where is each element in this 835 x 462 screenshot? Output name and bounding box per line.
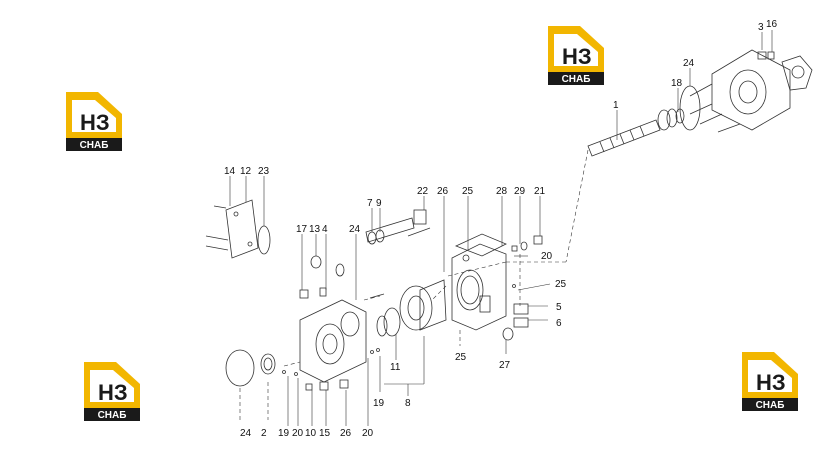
callout-26: 26 xyxy=(437,186,449,197)
o-ring-18 xyxy=(679,85,701,131)
callout-20: 20 xyxy=(292,428,304,439)
svg-text:СНАБ: СНАБ xyxy=(756,400,785,411)
callout-22: 22 xyxy=(417,186,429,197)
bearing-assembly xyxy=(657,108,685,131)
rotating-group xyxy=(376,279,447,337)
callout-26: 26 xyxy=(340,428,352,439)
callout-21: 21 xyxy=(534,186,546,197)
part-drawings xyxy=(205,30,813,426)
callout-labels: 1 3 16 24 18 14 12 23 7 9 22 26 25 28 29… xyxy=(224,19,778,439)
callout-1: 1 xyxy=(613,100,619,111)
drive-shaft xyxy=(587,119,661,157)
callout-28: 28 xyxy=(496,186,508,197)
brand-logo-4: НЗ СНАБ xyxy=(742,352,798,411)
control-spool xyxy=(365,209,431,245)
svg-text:НЗ: НЗ xyxy=(562,44,592,69)
assembly-guidelines xyxy=(239,149,589,420)
svg-text:СНАБ: СНАБ xyxy=(98,410,127,421)
callout-25: 25 xyxy=(555,279,567,290)
svg-text:СНАБ: СНАБ xyxy=(562,74,591,85)
callout-9: 9 xyxy=(376,198,382,209)
callout-19: 19 xyxy=(278,428,290,439)
callout-24: 24 xyxy=(240,428,252,439)
callout-17: 17 xyxy=(296,224,308,235)
callout-25: 25 xyxy=(462,186,474,197)
callout-29: 29 xyxy=(514,186,526,197)
callout-12: 12 xyxy=(240,166,252,177)
callout-2: 2 xyxy=(261,428,267,439)
callout-13: 13 xyxy=(309,224,321,235)
leader-lines xyxy=(229,30,773,426)
callout-8: 8 xyxy=(405,398,411,409)
callout-5: 5 xyxy=(556,302,562,313)
rear-housing xyxy=(689,49,813,133)
brand-logo-3: НЗ СНАБ xyxy=(84,362,140,421)
callout-6: 6 xyxy=(556,318,562,329)
callout-24: 24 xyxy=(349,224,361,235)
callout-15: 15 xyxy=(319,428,331,439)
svg-text:НЗ: НЗ xyxy=(98,380,128,405)
small-bolts xyxy=(282,293,385,376)
brand-logo-1: НЗ СНАБ xyxy=(548,26,604,85)
housing-fittings xyxy=(502,235,543,341)
callout-27: 27 xyxy=(499,360,511,371)
callout-25: 25 xyxy=(455,352,467,363)
callout-14: 14 xyxy=(224,166,236,177)
callout-3: 3 xyxy=(758,22,764,33)
front-housing xyxy=(299,255,367,383)
svg-text:НЗ: НЗ xyxy=(80,110,110,135)
cover-plate xyxy=(205,199,271,259)
svg-text:НЗ: НЗ xyxy=(756,370,786,395)
svg-text:СНАБ: СНАБ xyxy=(80,140,109,151)
charge-pump-gear xyxy=(225,349,276,387)
callout-19: 19 xyxy=(373,398,385,409)
callout-7: 7 xyxy=(367,198,373,209)
drain-plugs xyxy=(305,379,349,391)
callout-20: 20 xyxy=(362,428,374,439)
callout-23: 23 xyxy=(258,166,270,177)
callout-10: 10 xyxy=(305,428,317,439)
callout-18: 18 xyxy=(671,78,683,89)
callout-4: 4 xyxy=(322,224,328,235)
callout-20: 20 xyxy=(541,251,553,262)
brand-logo-2: НЗ СНАБ xyxy=(66,92,122,151)
bolt-3 xyxy=(757,51,775,60)
main-housing xyxy=(451,233,507,331)
callout-24: 24 xyxy=(683,58,695,69)
callout-16: 16 xyxy=(766,19,778,30)
callout-11: 11 xyxy=(390,362,401,373)
